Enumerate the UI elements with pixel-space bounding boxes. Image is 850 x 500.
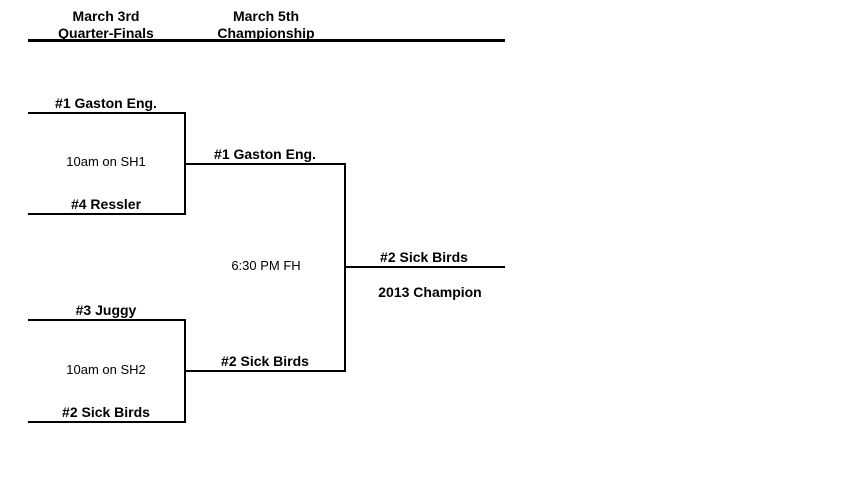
qf1-bottom-line [28,213,186,215]
qf2-bottom-seed-label: #2 Sick Birds [62,404,150,420]
round1-date-label: March 3rd [72,8,140,24]
qf2-top-line [28,319,186,321]
qf2-bottom-line [28,421,186,423]
round1-name-label: Quarter-Finals [58,25,154,41]
qf1-top-seed-label: #1 Gaston Eng. [55,95,157,111]
semifinal-bottom-feed-line [184,370,345,372]
championship-game-time-label: 6:30 PM FH [231,258,301,273]
qf2-top-seed-label: #3 Juggy [75,302,137,318]
qf1-top-line [28,112,186,114]
qf2-game-time-label: 10am on SH2 [66,362,146,377]
qf1-winner-label: #1 Gaston Eng. [214,146,316,162]
header-underline [28,39,505,42]
semifinal-top-feed-line [184,163,345,165]
championship-winner-label: #2 Sick Birds [380,249,468,265]
round2-date-label: March 5th [232,8,300,24]
qf1-game-time-label: 10am on SH1 [66,154,146,169]
qf1-bottom-seed-label: #4 Ressler [70,196,142,212]
champion-title-label: 2013 Champion [378,284,482,300]
round2-name-label: Championship [217,25,315,41]
qf2-winner-label: #2 Sick Birds [221,353,309,369]
championship-winner-line [344,266,505,268]
